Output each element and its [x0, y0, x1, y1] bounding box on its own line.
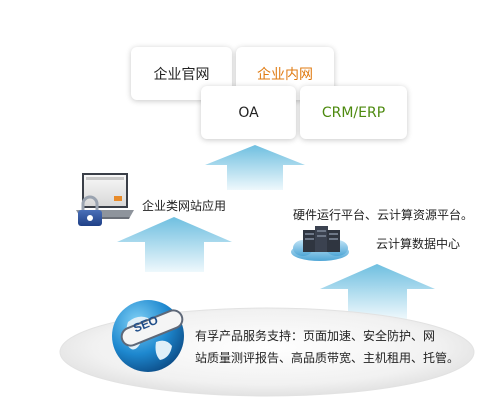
card-label-crm-erp: CRM/ERP	[321, 104, 386, 121]
support-line-2: 站质量测评报告、高品质带宽、主机租用、托管。	[195, 351, 460, 365]
server-cloud-icon	[291, 226, 349, 261]
card-label-intranet: 企业内网	[257, 66, 313, 83]
card-corporate-website: 企业官网	[131, 47, 232, 100]
seo-globe-icon	[112, 300, 184, 372]
card-crm-erp: CRM/ERP	[300, 86, 407, 139]
datacenter-label: 云计算数据中心	[376, 237, 461, 251]
card-label-corporate-website: 企业官网	[153, 66, 210, 83]
up-arrow-left	[117, 217, 232, 272]
up-arrow-right	[320, 264, 435, 319]
card-oa: OA	[201, 86, 296, 139]
laptop-lock-icon	[76, 173, 134, 226]
website-apps-label: 企业类网站应用	[142, 199, 227, 213]
platform-label: 硬件运行平台、云计算资源平台。	[293, 208, 474, 222]
up-arrow-top	[205, 145, 305, 190]
support-line-1: 有孚产品服务支持：页面加速、安全防护、网	[195, 329, 436, 343]
card-label-oa: OA	[238, 104, 259, 121]
